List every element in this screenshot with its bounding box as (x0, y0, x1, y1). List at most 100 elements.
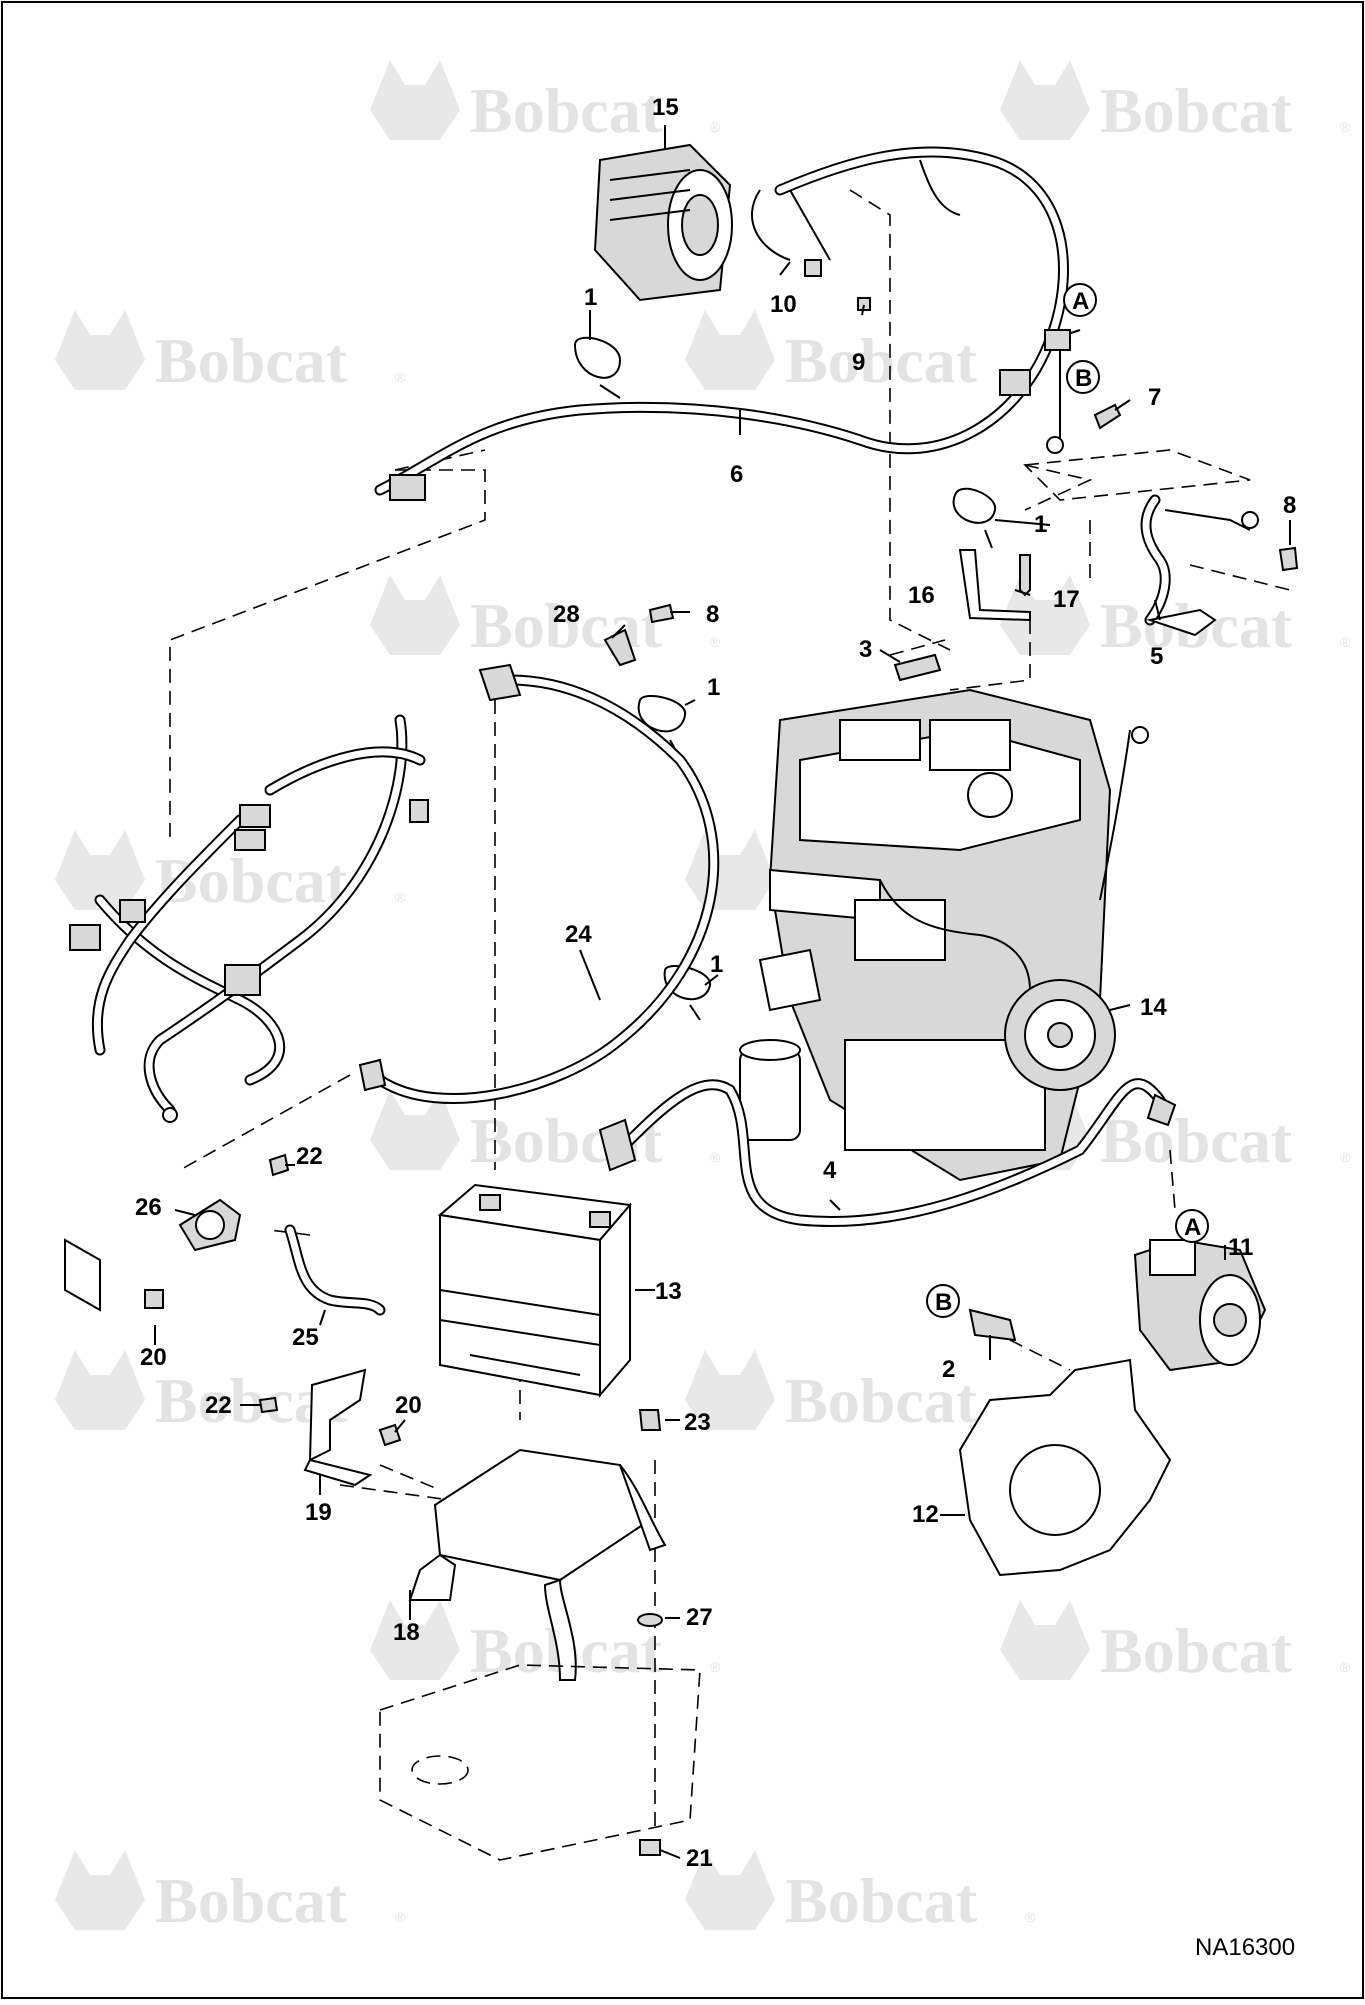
figure-id: NA16300 (1195, 1934, 1295, 1961)
svg-text:®: ® (395, 889, 406, 905)
callout-17: 17 (1053, 586, 1080, 613)
callout-4: 4 (823, 1157, 837, 1184)
svg-text:Bobcat: Bobcat (1100, 75, 1293, 146)
bobcat-logo-icon (685, 1350, 775, 1430)
callout-21: 21 (686, 1845, 713, 1872)
callout-1: 1 (1034, 511, 1047, 538)
callout-b: B (1075, 365, 1092, 392)
svg-text:®: ® (710, 1659, 721, 1675)
svg-text:Bobcat: Bobcat (1100, 1615, 1293, 1686)
hardware (258, 1153, 663, 1856)
main-wire-harness (374, 146, 1081, 501)
callout-22: 22 (296, 1143, 323, 1170)
svg-text:Bobcat: Bobcat (155, 1865, 348, 1936)
bobcat-logo-icon (55, 310, 145, 390)
svg-text:®: ® (395, 369, 406, 385)
watermark: Bobcat ® (1000, 60, 1351, 146)
callout-2: 2 (942, 1356, 955, 1383)
bobcat-logo-icon (370, 1600, 460, 1680)
callout-8: 8 (706, 601, 719, 628)
callout-23: 23 (684, 1409, 711, 1436)
svg-text:®: ® (1340, 1149, 1351, 1165)
callout-25: 25 (292, 1324, 319, 1351)
svg-text:Bobcat: Bobcat (785, 1365, 978, 1436)
callout-12: 12 (912, 1501, 939, 1528)
svg-text:®: ® (710, 1149, 721, 1165)
watermark: Bobcat ® (55, 310, 406, 396)
callout-26: 26 (135, 1194, 162, 1221)
callout-20: 20 (140, 1344, 167, 1371)
alternator (593, 143, 733, 302)
bracket-28 (603, 603, 675, 667)
callout-11: 11 (1228, 1234, 1253, 1261)
nut-10 (804, 259, 822, 277)
watermark: Bobcat® (55, 1850, 406, 1936)
bobcat-logo-icon (55, 1850, 145, 1930)
skid-plate (379, 1664, 701, 1861)
watermark: Bobcat® (370, 1090, 721, 1176)
callout-7: 7 (1148, 384, 1161, 411)
svg-text:®: ® (710, 634, 721, 650)
watermark: Bobcat® (370, 1600, 721, 1686)
callout-13: 13 (655, 1278, 682, 1305)
bobcat-logo-icon (685, 310, 775, 390)
callout-19: 19 (305, 1499, 332, 1526)
watermark: Bobcat® (685, 310, 1036, 396)
callout-27: 27 (686, 1604, 713, 1631)
watermark: Bobcat® (685, 1350, 1036, 1436)
ground-strap-25 (284, 1224, 386, 1316)
engine-harness (69, 714, 429, 1123)
starter-cable-4 (598, 1078, 1177, 1228)
callout-a: A (1072, 288, 1089, 315)
callout-a: A (1184, 1214, 1201, 1241)
bobcat-logo-icon (370, 1090, 460, 1170)
watermark: Bobcat® (1000, 1600, 1351, 1686)
callout-1: 1 (707, 674, 720, 701)
leader-lines (154, 125, 1291, 1859)
callout-3: 3 (859, 636, 872, 663)
svg-text:®: ® (395, 1409, 406, 1425)
watermark: Bobcat ® (685, 1850, 1036, 1936)
svg-text:Bobcat: Bobcat (470, 75, 663, 146)
reference-circle-a (1063, 283, 1097, 317)
callout-10: 10 (770, 291, 797, 318)
svg-text:Bobcat: Bobcat (1100, 1105, 1293, 1176)
callout-15: 15 (652, 94, 679, 121)
starter-motor-11 (1133, 1238, 1267, 1372)
adapter-plate-12 (958, 1358, 1172, 1577)
bobcat-logo-icon (1000, 1600, 1090, 1680)
svg-text:Bobcat: Bobcat (155, 325, 348, 396)
bobcat-logo-icon (1000, 575, 1090, 655)
battery-cable-24 (358, 663, 720, 1104)
svg-text:Bobcat: Bobcat (785, 1865, 978, 1936)
callout-9: 9 (852, 349, 865, 376)
sensor-2 (968, 1308, 1017, 1342)
battery (437, 1183, 632, 1398)
bracket-16-and-bolts (958, 403, 1299, 622)
callout-20: 20 (395, 1392, 422, 1419)
callout-6: 6 (730, 461, 743, 488)
callout-22: 22 (205, 1392, 232, 1419)
callout-1: 1 (710, 951, 723, 978)
bobcat-logo-icon (685, 1850, 775, 1930)
callout-14: 14 (1140, 994, 1167, 1021)
callout-18: 18 (393, 1619, 420, 1646)
cable-clips (573, 336, 997, 1021)
callout-28: 28 (553, 601, 580, 628)
disconnect-switch-26 (64, 1198, 242, 1312)
watermark-layer: Bobcat® Bobcat® Bobcat® Bobcat® Bobcat® … (55, 60, 1351, 1936)
callout-b: B (935, 1289, 952, 1316)
svg-text:®: ® (1025, 1909, 1036, 1925)
svg-text:®: ® (1340, 119, 1351, 135)
callout-24: 24 (565, 921, 592, 948)
bobcat-logo-icon (370, 575, 460, 655)
engine (739, 688, 1149, 1182)
ground-strap-5 (1140, 494, 1259, 637)
sensor-3 (893, 653, 942, 682)
callout-16: 16 (908, 582, 935, 609)
watermark: Bobcat® (370, 60, 721, 146)
bobcat-logo-icon (1000, 60, 1090, 140)
reference-circle-b (1066, 360, 1100, 394)
reference-circles (926, 283, 1209, 1318)
